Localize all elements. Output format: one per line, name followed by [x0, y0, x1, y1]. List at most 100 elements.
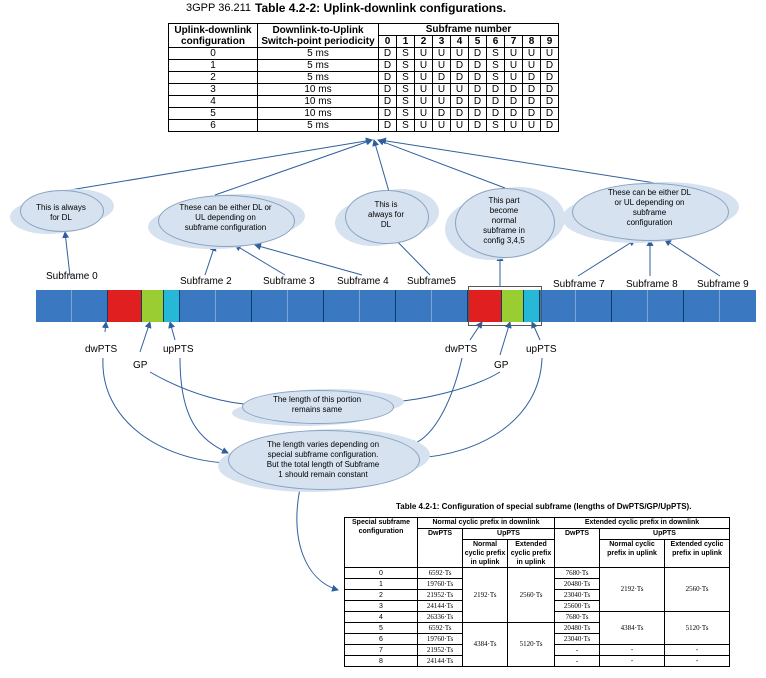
normal-uppts-ncp-a: 2192·Ts [462, 567, 508, 623]
arrow-dwpts-right-cloud6 [409, 357, 463, 447]
period-cell: 5 ms [257, 119, 379, 132]
table-title: Table 4.2-2: Uplink-downlink configurati… [255, 1, 507, 15]
normal-dwpts-cell: 6592·Ts [417, 622, 463, 634]
cloud-sf6-text: This part become normal subframe in conf… [483, 196, 525, 245]
uplink-downlink-table: Uplink-downlink configuration Downlink-t… [168, 23, 559, 132]
cloud-sf0 [20, 190, 104, 232]
ext-uppts-ncp-dash: - [599, 644, 665, 656]
h-normal-dwpts: DwPTS [417, 528, 463, 568]
label-uppts-right: upPTS [526, 344, 557, 355]
normal-dwpts-cell: 19760·Ts [417, 578, 463, 590]
arrow-sf7-cloud4 [577, 239, 636, 277]
h-normal-ncp: Normal cyclic prefix in uplink [462, 539, 508, 568]
ext-dwpts-cell: 7680·Ts [554, 567, 600, 579]
h-extended: Extended cyclic prefix in downlink [554, 517, 730, 529]
arrow-cloud6-table2 [296, 487, 339, 592]
normal-dwpts-cell: 21952·Ts [417, 644, 463, 656]
label-subframe-0: Subframe 0 [46, 271, 98, 282]
cloud-special-text: The length varies depending on special s… [266, 440, 380, 479]
h-ext-ecp: Extended cyclic prefix in uplink [664, 539, 730, 568]
h-normal-ecp: Extended cyclic prefix in uplink [507, 539, 555, 568]
arrow-sf9-cloud4 [664, 239, 721, 277]
special-config-cell: 2 [344, 589, 418, 601]
subframe-4b [360, 290, 396, 322]
cloud-sf789 [572, 183, 729, 241]
label-subframe-8: Subframe 8 [626, 279, 678, 290]
subframe-6-outline [468, 286, 542, 326]
arrow-uppts-right-cloud6 [414, 357, 543, 462]
normal-dwpts-cell: 21952·Ts [417, 589, 463, 601]
subframe-8a [612, 290, 648, 322]
subframe-3b [288, 290, 324, 322]
ext-dwpts-cell: 7680·Ts [554, 611, 600, 623]
arrow-gp-right [499, 321, 512, 356]
cloud-sf234 [158, 195, 295, 247]
normal-uppts-ecp-b: 5120·Ts [507, 622, 555, 667]
normal-uppts-ncp-b: 4384·Ts [462, 622, 508, 667]
label-dwpts-right: dwPTS [445, 344, 478, 355]
ext-dwpts-cell: 23040·Ts [554, 633, 600, 645]
label-subframe-4: Subframe 4 [337, 276, 389, 287]
arrow-dwpts-left-cloud6 [102, 357, 229, 467]
uppts-block-right [524, 290, 540, 322]
h-ext-uppts: UpPTS [599, 528, 730, 540]
subframe-5b [432, 290, 468, 322]
special-config-cell: 1 [344, 578, 418, 590]
arrow-uppts-left-cloud6 [179, 357, 229, 454]
arrow-cloud2-table [372, 139, 391, 196]
ext-dwpts-cell: 20480·Ts [554, 578, 600, 590]
subframe-type-cell: D [378, 119, 397, 132]
cloud-sf0-text: This is always for DL [36, 203, 86, 222]
cloud-special [228, 430, 420, 490]
subframe-type-cell: D [540, 83, 559, 96]
ext-uppts-ecp-a: 2560·Ts [664, 567, 730, 612]
ext-uppts-ncp-dash: - [599, 655, 665, 667]
dwpts-block-left [108, 290, 142, 322]
subframe-type-cell: S [396, 119, 415, 132]
radio-frame-bar [36, 290, 760, 322]
subframe-0b [72, 290, 108, 322]
config-cell: 6 [168, 119, 258, 132]
special-config-cell: 3 [344, 600, 418, 612]
subframe-5a [396, 290, 432, 322]
spec-label: 3GPP 36.211 [186, 2, 252, 14]
normal-dwpts-cell: 19760·Ts [417, 633, 463, 645]
special-config-cell: 8 [344, 655, 418, 667]
subframe-type-cell: D [540, 71, 559, 84]
arrow-cloud0-table [69, 137, 373, 191]
ext-dwpts-cell: - [554, 655, 600, 667]
uppts-block-left [164, 290, 180, 322]
label-subframe-3: Subframe 3 [263, 276, 315, 287]
normal-dwpts-cell: 24144·Ts [417, 600, 463, 612]
label-gp-right: GP [494, 360, 509, 371]
cloud-sf5-text: This is always for DL [367, 200, 404, 229]
label-subframe-7: Subframe 7 [553, 279, 605, 290]
subframe-7a [540, 290, 576, 322]
subframe-9a [684, 290, 720, 322]
subframe-type-cell: D [468, 119, 487, 132]
special-config-cell: 7 [344, 644, 418, 656]
label-subframe-9: Subframe 9 [697, 279, 749, 290]
subframe-8b [648, 290, 684, 322]
h-ext-dwpts: DwPTS [554, 528, 600, 568]
normal-dwpts-cell: 24144·Ts [417, 655, 463, 667]
cloud-gp [242, 390, 394, 424]
special-config-cell: 6 [344, 633, 418, 645]
label-subframe-5: Subframe5 [407, 276, 456, 287]
h-normal-uppts: UpPTS [462, 528, 555, 540]
arrow-sf3-cloud1 [234, 244, 286, 276]
arrow-sf2-cloud1 [204, 244, 217, 276]
special-config-cell: 0 [344, 567, 418, 579]
cloud-sf234-text: These can be either DL or UL depending o… [179, 203, 272, 232]
subframe-type-cell: D [540, 119, 559, 132]
special-subframe-table: Special subframe configuration Normal cy… [344, 517, 730, 667]
arrow-sf0-cloud0 [62, 231, 71, 277]
